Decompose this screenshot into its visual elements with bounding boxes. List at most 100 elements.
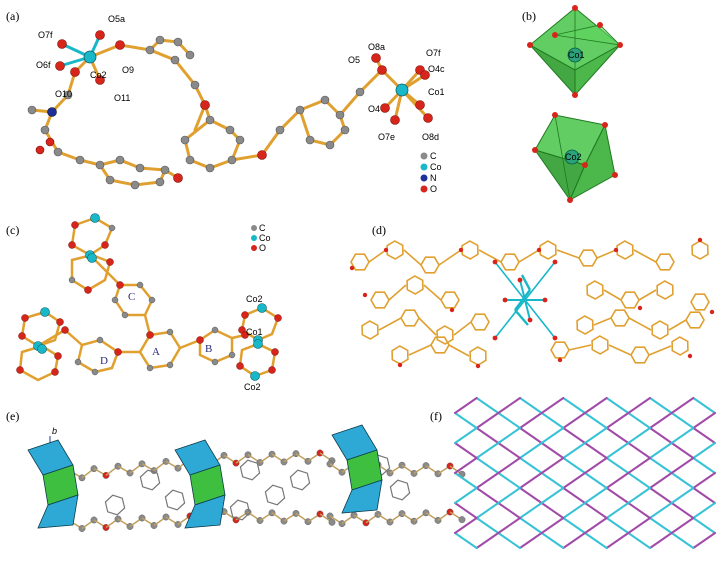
- net-edge: [497, 532, 521, 549]
- legend-c-co: Co: [259, 233, 271, 243]
- panel-c-label: (c): [6, 223, 19, 237]
- packing-linker: [388, 284, 407, 301]
- legend-c-o: O: [259, 243, 266, 253]
- chain-ring: [389, 479, 411, 501]
- panel-a-co2-atom: [83, 50, 97, 64]
- panel-f-label: (f): [430, 409, 442, 423]
- net-edge: [584, 412, 608, 429]
- panel-e: (e) b c: [6, 409, 466, 532]
- packing-linker: [603, 289, 622, 301]
- net-edge: [519, 472, 543, 489]
- net-edge: [627, 397, 651, 414]
- cobalt-polyhedron-blue: [341, 479, 383, 514]
- net-edge: [692, 517, 716, 534]
- net-edge: [454, 457, 478, 474]
- panel-c-oxygen-atoms: [16, 221, 282, 376]
- panel-a: (a): [6, 9, 445, 194]
- net-edge: [497, 427, 521, 444]
- net-edge: [649, 412, 673, 429]
- net-edge: [649, 487, 673, 504]
- packing-ring: [656, 280, 674, 300]
- packing-oxygen: [362, 292, 368, 298]
- packing-ring: [370, 291, 390, 309]
- net-edge: [627, 502, 651, 519]
- label-o9: O9: [122, 65, 134, 75]
- packing-oxygen: [687, 353, 693, 359]
- packing-ring: [671, 336, 689, 356]
- net-edge: [692, 427, 716, 444]
- chain-ring: [139, 469, 161, 491]
- ring-label-a: A: [152, 346, 160, 358]
- net-edge: [519, 457, 543, 474]
- packing-oxygen: [542, 297, 548, 303]
- axis-b-label: b: [52, 426, 57, 436]
- packing-oxygen: [637, 305, 643, 311]
- net-edge: [584, 517, 608, 534]
- packing-linker: [403, 249, 422, 266]
- net-edge: [540, 532, 565, 549]
- panel-a-legend: C Co N O: [420, 151, 442, 194]
- packing-ring: [400, 309, 420, 327]
- net-edge: [540, 412, 565, 429]
- net-edge: [519, 517, 543, 534]
- net-edge: [692, 532, 716, 549]
- net-edge: [670, 532, 695, 549]
- net-edge: [649, 472, 673, 489]
- net-edge: [605, 457, 630, 474]
- packing-ring: [630, 346, 650, 364]
- panel-d-label: (d): [372, 223, 386, 237]
- packing-oxygen: [383, 247, 389, 253]
- net-edge: [497, 457, 521, 474]
- packing-oxygen: [613, 247, 619, 253]
- net-edge: [605, 487, 630, 504]
- label-o4: O4: [368, 104, 380, 114]
- label-o4c: O4c: [428, 64, 445, 74]
- chain-ring: [104, 494, 126, 516]
- packing-ring: [440, 291, 460, 309]
- net-edge: [649, 502, 673, 519]
- net-edge: [692, 472, 716, 489]
- panel-d-network: [349, 237, 715, 369]
- panel-a-label: (a): [6, 9, 19, 23]
- net-edge: [584, 397, 608, 414]
- ring-label-d: D: [100, 355, 108, 367]
- packing-cobalt-bond: [494, 261, 526, 301]
- panel-b: (b) Co1 Co2: [522, 5, 623, 203]
- legend-a-n: N: [430, 173, 437, 183]
- packing-oxygen: [475, 363, 481, 369]
- net-edge: [497, 472, 521, 489]
- octahedron-co1-label: Co1: [568, 50, 585, 60]
- net-edge: [497, 502, 521, 519]
- net-edge: [605, 427, 630, 444]
- packing-ring: [685, 311, 705, 329]
- net-edge: [649, 442, 673, 459]
- packing-cobalt-bond: [494, 299, 526, 339]
- packing-oxygen: [697, 237, 703, 243]
- packing-linker: [448, 344, 470, 357]
- packing-oxygen: [502, 297, 508, 303]
- packing-ring: [691, 240, 709, 260]
- net-edge: [475, 487, 500, 504]
- panel-a-nitrogen-atom: [47, 107, 57, 117]
- panel-a-co1-atom: [395, 83, 409, 97]
- panel-a-oxygen-atoms: [35, 30, 433, 183]
- packing-oxygen: [449, 307, 455, 313]
- net-edge: [475, 457, 500, 474]
- net-edge: [562, 457, 586, 474]
- packing-ring: [420, 256, 440, 274]
- net-edge: [627, 532, 651, 549]
- packing-cobalt-bond: [514, 309, 529, 326]
- net-edge: [605, 397, 630, 414]
- packing-ring: [436, 325, 454, 345]
- net-edge: [475, 472, 500, 489]
- net-edge: [670, 487, 695, 504]
- net-edge: [454, 517, 478, 534]
- ring-label-c: C: [128, 291, 135, 303]
- packing-cobalt-bond: [524, 261, 556, 301]
- packing-ring: [361, 320, 379, 340]
- net-edge: [519, 487, 543, 504]
- packing-linker: [556, 249, 580, 259]
- packing-linker: [568, 344, 592, 351]
- packing-linker: [478, 249, 502, 263]
- net-edge: [497, 517, 521, 534]
